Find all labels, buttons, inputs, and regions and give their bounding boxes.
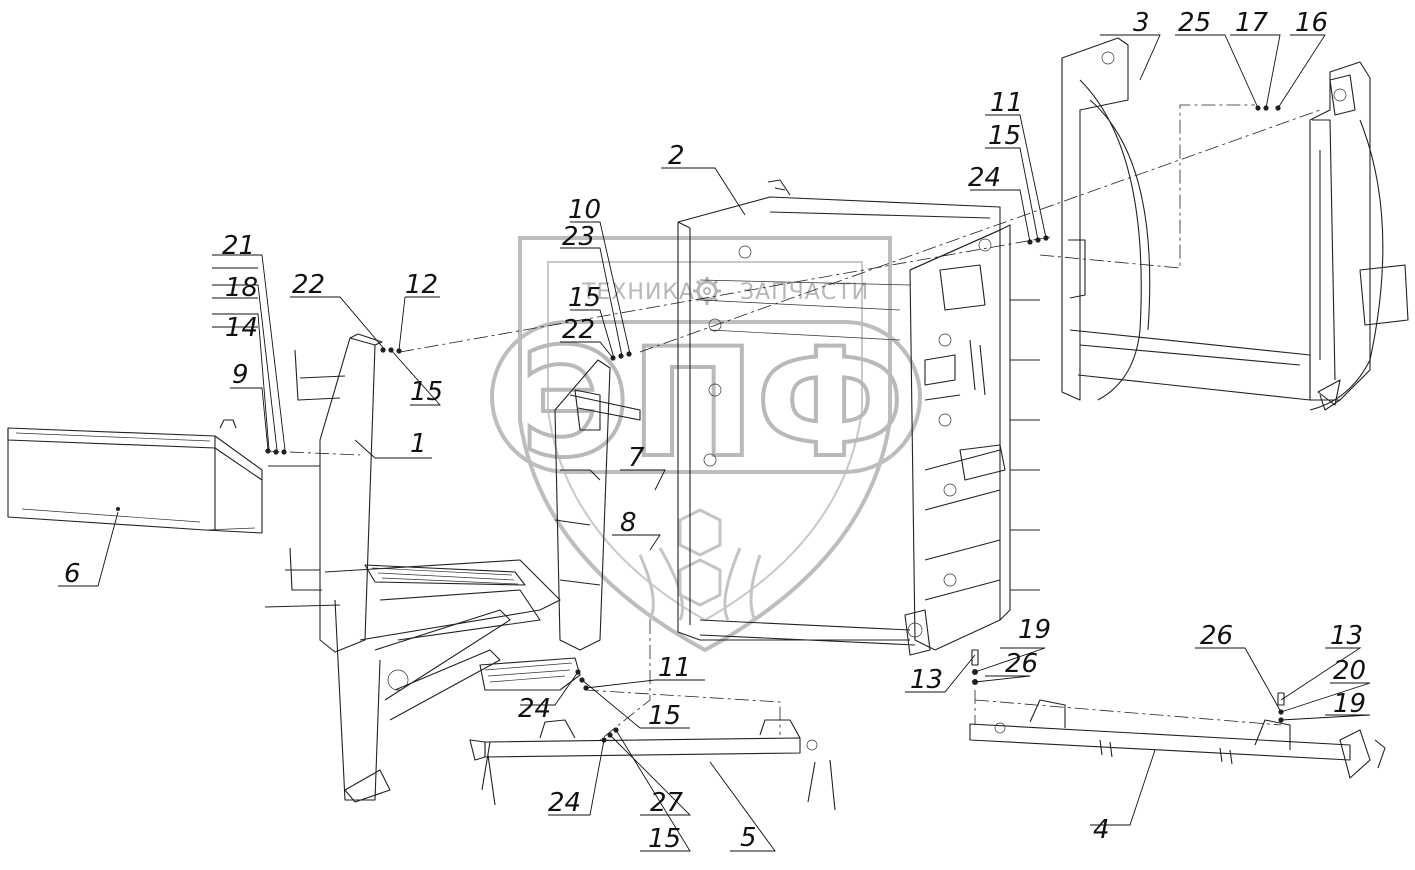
callout-19-right: 19 bbox=[1333, 689, 1366, 719]
callout-24-right: 24 bbox=[968, 163, 1001, 193]
callout-1: 1 bbox=[410, 429, 427, 459]
callout-5: 5 bbox=[740, 823, 757, 853]
callout-labels: 1 2 3 4 5 6 7 8 9 10 11 11 12 13 13 14 1… bbox=[64, 8, 1366, 854]
callout-25: 25 bbox=[1178, 8, 1211, 38]
watermark-text-left: ТЕХНИКА bbox=[581, 280, 695, 305]
callout-12: 12 bbox=[405, 270, 438, 300]
callout-7: 7 bbox=[628, 443, 645, 473]
part-2-central-housing bbox=[677, 179, 1040, 656]
watermark-wheat-icon bbox=[638, 508, 762, 621]
leader-lines bbox=[58, 34, 1371, 852]
callout-26-left: 26 bbox=[1005, 649, 1038, 679]
assembly-lines bbox=[264, 104, 1321, 741]
callout-22-center: 22 bbox=[562, 315, 595, 345]
callout-15-right: 15 bbox=[988, 121, 1021, 151]
callout-18: 18 bbox=[225, 273, 258, 303]
callout-13-left: 13 bbox=[910, 665, 943, 695]
callout-10: 10 bbox=[568, 195, 601, 225]
callout-22-left: 22 bbox=[292, 270, 325, 300]
callout-23: 23 bbox=[562, 222, 595, 252]
callout-15-left: 15 bbox=[410, 377, 443, 407]
watermark-shield bbox=[518, 236, 892, 653]
part-3-right-assembly bbox=[1061, 37, 1409, 411]
left-side-upright bbox=[554, 359, 641, 651]
callout-16: 16 bbox=[1295, 8, 1328, 38]
callout-11-lower: 11 bbox=[658, 653, 691, 683]
callout-26-right: 26 bbox=[1200, 621, 1233, 651]
callout-15-lower: 15 bbox=[648, 701, 681, 731]
callout-19-left: 19 bbox=[1018, 615, 1051, 645]
callout-24-lower: 24 bbox=[518, 694, 551, 724]
callout-9: 9 bbox=[232, 360, 249, 390]
part-4-lower-right-shaft bbox=[969, 699, 1386, 779]
callout-6: 6 bbox=[64, 559, 81, 589]
callout-21: 21 bbox=[222, 231, 255, 261]
callout-14: 14 bbox=[225, 313, 258, 343]
callout-24-bottom: 24 bbox=[548, 788, 581, 818]
callout-15-bottom: 15 bbox=[648, 824, 681, 854]
callout-2: 2 bbox=[668, 141, 685, 171]
watermark-text-right: ЗАПЧАСТИ bbox=[740, 280, 869, 305]
part-1-left-frame bbox=[264, 333, 581, 803]
part-6-box bbox=[7, 419, 263, 534]
callout-27: 27 bbox=[650, 788, 684, 818]
callout-4: 4 bbox=[1093, 815, 1110, 845]
callout-11-upper: 11 bbox=[990, 88, 1023, 118]
part-5-lower-left-shaft bbox=[469, 719, 836, 811]
callout-8: 8 bbox=[620, 508, 637, 538]
watermark: ТЕХНИКА ЗАПЧАСТИ ЭПФ bbox=[490, 236, 922, 653]
callout-20: 20 bbox=[1333, 656, 1366, 686]
callout-15-center: 15 bbox=[568, 283, 601, 313]
callout-13-right: 13 bbox=[1330, 621, 1363, 651]
callout-17: 17 bbox=[1235, 8, 1269, 38]
callout-3: 3 bbox=[1133, 8, 1150, 38]
watermark-monogram: ЭПФ bbox=[520, 317, 904, 491]
